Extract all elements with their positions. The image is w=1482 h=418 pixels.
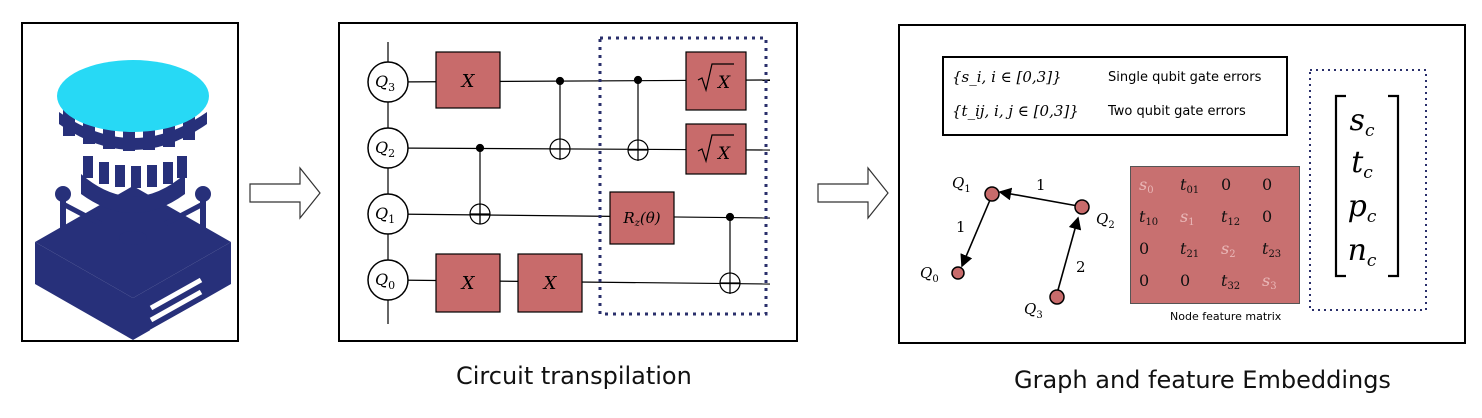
qubit-label-q0: Q0: [375, 270, 395, 292]
caption-circuit-transpilation: Circuit transpilation: [456, 362, 692, 390]
matrix-cell: s3: [1262, 271, 1277, 292]
x-gate-label: X: [460, 71, 476, 92]
quantum-chip-icon: [35, 60, 231, 340]
graph-node-q0: [951, 266, 965, 280]
qubit-label-q2: Q2: [375, 138, 395, 160]
caption-graph-embeddings: Graph and feature Embeddings: [1014, 366, 1391, 394]
matrix-cell: t21: [1180, 239, 1200, 260]
matrix-cell: s0: [1139, 175, 1154, 196]
node-label-q1: Q1: [952, 174, 971, 195]
x-gate-q0-a: [435, 253, 501, 313]
two-error-formula: {t_ij, i, j ∈ [0,3]}: [952, 102, 1079, 120]
rz-gate-label: Rz(θ): [622, 209, 660, 229]
qubit-label-q3: Q3: [375, 72, 395, 94]
node-label-q2: Q2: [1096, 210, 1115, 231]
node-feature-matrix: s0 t01 0 0 t10 s1 t12 0 0 t21 s2 t23 0 0 t32 s3: [1130, 166, 1300, 304]
matrix-cell: 0: [1221, 175, 1232, 194]
node-label-q0: Q0: [920, 264, 939, 285]
node-label-q3: Q3: [1024, 300, 1043, 321]
sqrt-x-gate-q3: [685, 51, 747, 111]
matrix-cell: s1: [1180, 207, 1195, 228]
matrix-cell: 0: [1180, 271, 1191, 290]
sqrt-x-gate-q2: [685, 123, 747, 175]
embeddings-panel: {s_i, i ∈ [0,3]} Single qubit gate error…: [898, 24, 1466, 344]
x-gate-q0-b: [517, 253, 583, 313]
single-error-label: Single qubit gate errors: [1108, 70, 1262, 85]
svg-text:X: X: [716, 73, 731, 93]
circuit-panel: Q3 Q2 Q1 Q0 X X X Rz(θ) X X: [338, 22, 798, 342]
x-gate-label: X: [460, 273, 476, 294]
vector-entry: pc: [1348, 189, 1377, 227]
edge-q1-q0: [960, 199, 991, 268]
matrix-cell: t23: [1262, 239, 1282, 260]
edge-q2-q1: [998, 187, 1079, 207]
wire-q1: [387, 213, 771, 219]
edge-q3-q2: [1057, 216, 1082, 291]
matrix-cell: 0: [1262, 207, 1273, 226]
vector-entry: nc: [1348, 233, 1377, 271]
matrix-cell: t01: [1180, 175, 1200, 196]
matrix-cell: 0: [1262, 175, 1273, 194]
sqrt-x-label: X: [697, 63, 734, 93]
matrix-cell: s2: [1221, 239, 1236, 260]
rz-gate-q1: [609, 191, 675, 245]
x-gate-label: X: [542, 273, 558, 294]
matrix-cell: t12: [1221, 207, 1241, 228]
arrow-right-icon: [817, 166, 889, 220]
svg-text:X: X: [716, 144, 731, 164]
quantum-circuit: Q3 Q2 Q1 Q0 X X X Rz(θ) X X: [367, 36, 771, 324]
matrix-cell: 0: [1139, 271, 1150, 290]
arrow-right-icon: [249, 166, 321, 220]
single-error-formula: {s_i, i ∈ [0,3]}: [952, 68, 1062, 86]
left-bracket: [1334, 94, 1346, 278]
dotted-region: [598, 36, 768, 316]
error-definitions-box: {s_i, i ∈ [0,3]} Single qubit gate error…: [942, 56, 1288, 136]
qubit-label-q1: Q1: [375, 204, 395, 226]
graph-node-q2: [1074, 199, 1090, 215]
graph-node-q3: [1049, 289, 1065, 305]
matrix-caption: Node feature matrix: [1170, 310, 1282, 323]
matrix-cell: t10: [1139, 207, 1159, 228]
graph-node-q1: [984, 186, 1000, 202]
edge-weight-label: 1: [1036, 176, 1046, 194]
vector-dotted-box: [1309, 69, 1427, 311]
two-error-label: Two qubit gate errors: [1108, 104, 1246, 119]
edge-weight-label: 2: [1076, 258, 1086, 276]
matrix-cell: 0: [1139, 239, 1150, 258]
vector-entry: sc: [1350, 103, 1375, 141]
quantum-device-panel: [21, 22, 239, 342]
matrix-cell: t32: [1221, 271, 1241, 292]
vector-entry: tc: [1351, 145, 1373, 183]
right-bracket: [1388, 94, 1400, 278]
edge-weight-label: 1: [956, 218, 966, 236]
sqrt-x-label: X: [697, 134, 734, 164]
qubit-graph: Q1 Q2 Q0 Q3 1 1 2 sc tc pc nc: [920, 69, 1427, 321]
x-gate-q3: [435, 51, 501, 109]
